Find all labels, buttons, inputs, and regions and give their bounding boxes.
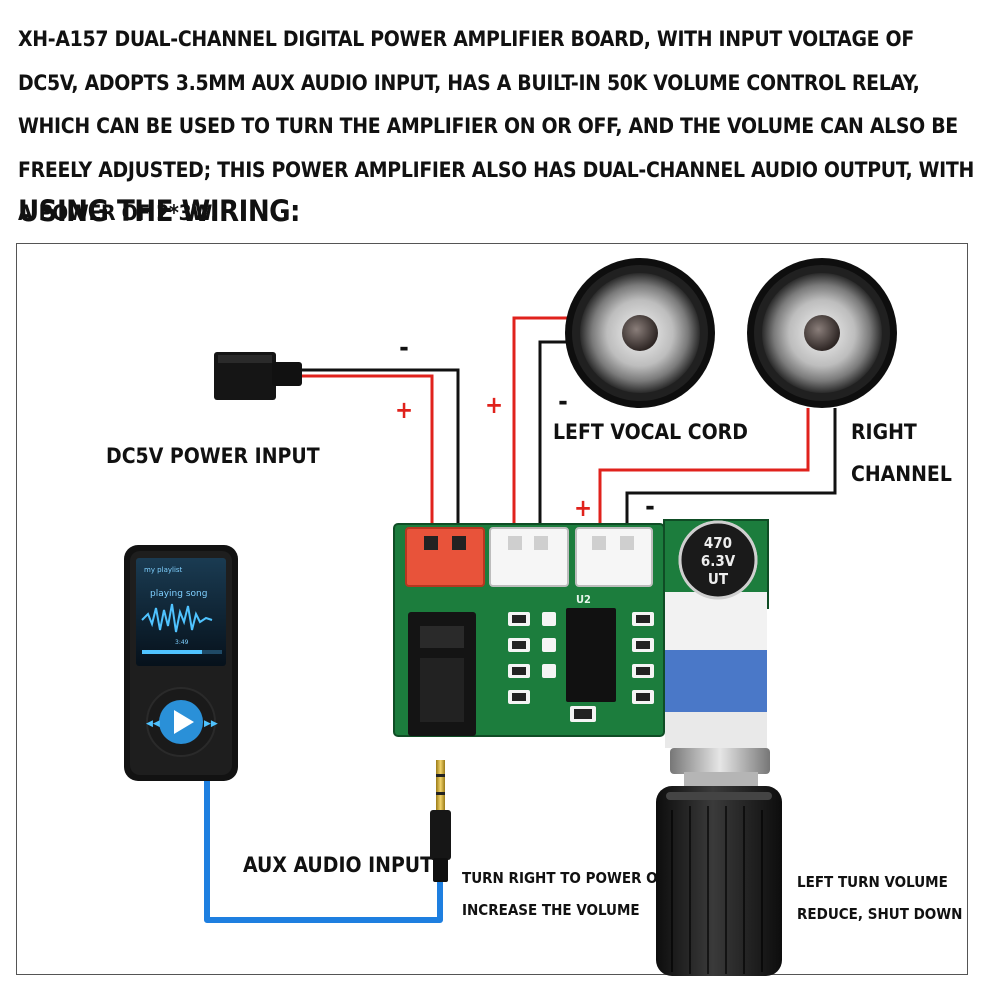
right-speaker-wires xyxy=(598,408,837,545)
capacitor-code: UT xyxy=(708,570,729,588)
next-icon: ▶▶ xyxy=(204,719,218,729)
diagram-frame xyxy=(16,243,968,975)
left-plus-mark: + xyxy=(485,391,503,419)
turn-left-label-line1: LEFT TURN VOLUME xyxy=(797,873,948,891)
capacitor-value: 470 xyxy=(704,534,732,552)
left-speaker-wires xyxy=(512,316,575,545)
aux-cable xyxy=(204,780,443,923)
dc-wires xyxy=(300,368,460,545)
prev-icon: ◀◀ xyxy=(146,719,160,729)
wiring-heading: USING THE WIRING: xyxy=(18,194,301,228)
amplifier-chip xyxy=(566,608,616,702)
aux-jack-plug xyxy=(430,760,451,882)
turn-right-label-line1: TURN RIGHT TO POWER ON xyxy=(462,869,669,887)
player-title: my playlist xyxy=(144,566,183,574)
capacitor-overlay: 470 6.3V UT xyxy=(678,520,758,600)
left-minus-mark: - xyxy=(558,387,568,417)
capacitor-voltage: 6.3V xyxy=(701,552,736,570)
product-description: XH-A157 DUAL-CHANNEL DIGITAL POWER AMPLI… xyxy=(18,27,974,225)
power-connector xyxy=(405,527,485,587)
dc-minus-mark: - xyxy=(399,333,409,363)
player-time: 3:49 xyxy=(175,639,189,646)
right-speaker xyxy=(747,258,897,408)
chip-label: U2 xyxy=(576,593,591,606)
right-plus-mark: + xyxy=(574,494,592,522)
play-icon xyxy=(174,710,194,734)
right-channel-label-line2: CHANNEL xyxy=(851,462,952,486)
turn-right-label-line2: INCREASE THE VOLUME xyxy=(462,901,640,919)
aux-input-label: AUX AUDIO INPUT xyxy=(243,853,433,877)
amplifier-board: U2 470 6.3V UT xyxy=(393,520,758,737)
turn-left-label-line2: REDUCE, SHUT DOWN xyxy=(797,905,962,923)
waveform-icon xyxy=(141,603,213,633)
dc-input-label: DC5V POWER INPUT xyxy=(106,444,320,468)
left-speaker xyxy=(565,258,715,408)
volume-knob xyxy=(656,786,782,976)
left-speaker-connector xyxy=(489,527,569,587)
left-channel-label: LEFT VOCAL CORD xyxy=(553,420,748,444)
player-song: playing song xyxy=(150,589,207,599)
dc-plus-mark: + xyxy=(395,396,413,424)
dc-power-plug xyxy=(214,352,302,400)
right-minus-mark: - xyxy=(645,492,655,522)
right-channel-label-line1: RIGHT xyxy=(851,420,917,444)
mp3-player: my playlist playing song 3:49 ◀◀ ▶▶ xyxy=(124,545,238,781)
right-speaker-connector xyxy=(575,527,653,587)
